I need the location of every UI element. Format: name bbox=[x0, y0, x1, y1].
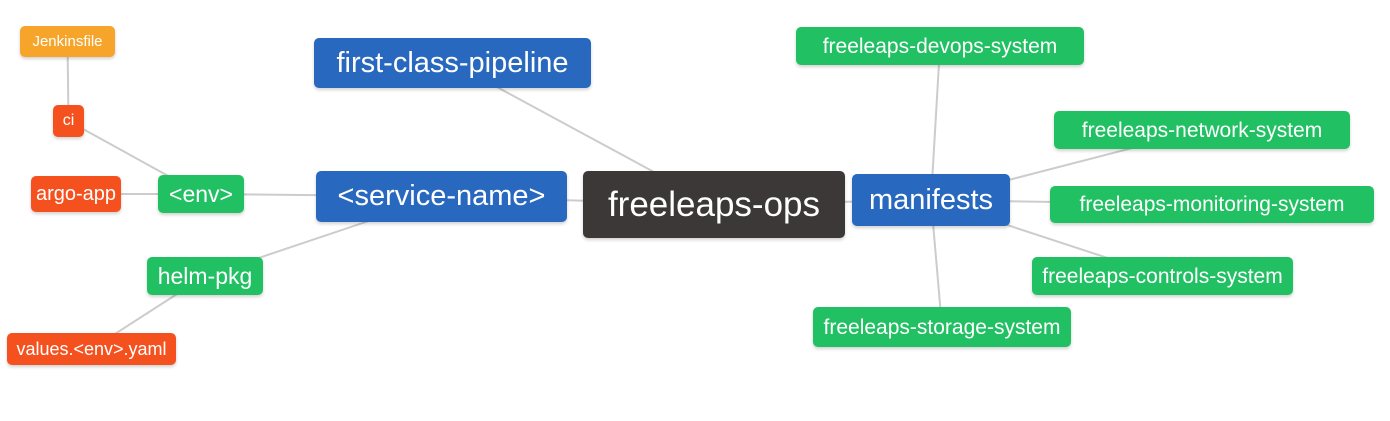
node-freeleaps-monitoring-system[interactable]: freeleaps-monitoring-system bbox=[1050, 186, 1374, 223]
node-argo-app[interactable]: argo-app bbox=[31, 176, 121, 212]
node-helm-pkg[interactable]: helm-pkg bbox=[147, 257, 263, 295]
node-freeleaps-storage-system[interactable]: freeleaps-storage-system bbox=[813, 307, 1071, 347]
node-values-env-yaml[interactable]: values.<env>.yaml bbox=[7, 333, 176, 365]
node-ci[interactable]: ci bbox=[53, 105, 84, 137]
node-manifests[interactable]: manifests bbox=[852, 174, 1010, 226]
node-freeleaps-ops[interactable]: freeleaps-ops bbox=[583, 171, 845, 238]
node-env[interactable]: <env> bbox=[158, 175, 244, 213]
node-freeleaps-controls-system[interactable]: freeleaps-controls-system bbox=[1032, 257, 1293, 295]
node-first-class-pipeline[interactable]: first-class-pipeline bbox=[314, 38, 591, 88]
node-jenkinsfile[interactable]: Jenkinsfile bbox=[20, 26, 115, 57]
node-freeleaps-network-system[interactable]: freeleaps-network-system bbox=[1054, 111, 1350, 149]
node-freeleaps-devops-system[interactable]: freeleaps-devops-system bbox=[796, 27, 1084, 65]
node-service-name[interactable]: <service-name> bbox=[316, 171, 567, 222]
